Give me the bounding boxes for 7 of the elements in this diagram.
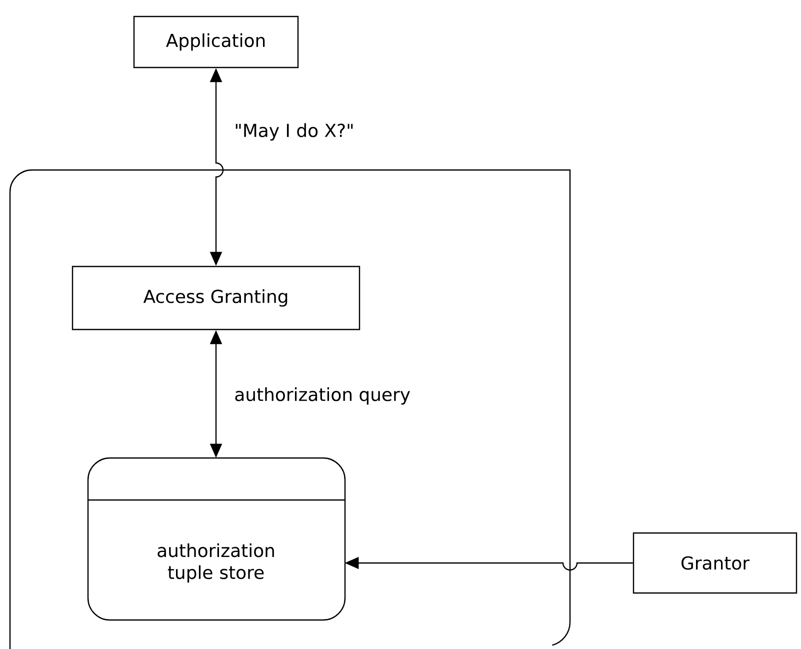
edge-label: authorization query <box>235 387 410 405</box>
process-box: Application <box>133 16 299 68</box>
process-box: Grantor <box>632 532 798 594</box>
process-box: Access Granting <box>72 266 360 330</box>
storage-drum: authorization tuple store <box>87 457 346 621</box>
edge-label: "May I do X?" <box>236 123 353 141</box>
boundary-frame <box>9 169 571 649</box>
